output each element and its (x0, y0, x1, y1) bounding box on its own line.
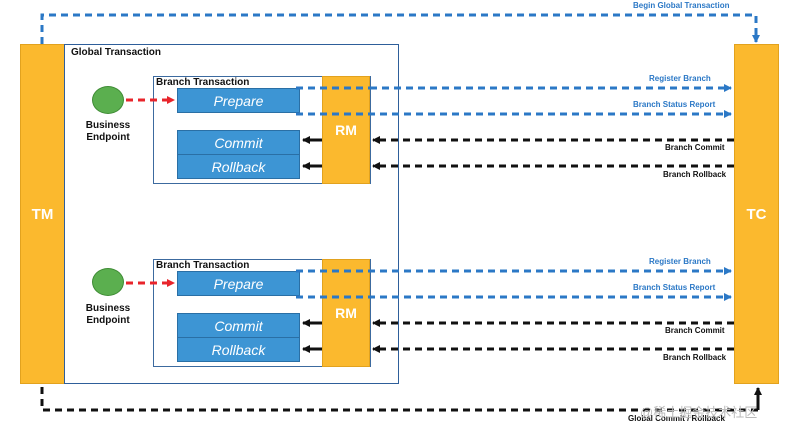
endpoint-label-line1: Business (85, 303, 131, 314)
endpoint-label-line2: Endpoint (86, 132, 130, 143)
commit-label-2: Commit (214, 317, 263, 334)
rollback-box-2: Rollback (177, 337, 300, 362)
register-branch-label-1: Register Branch (649, 74, 711, 83)
watermark: @稀土掘金技术社区 (640, 405, 758, 420)
branch-transaction-title-1: Branch Transaction (156, 77, 250, 88)
commit-label-1: Commit (214, 134, 263, 151)
branch-rollback-label-2: Branch Rollback (663, 353, 727, 362)
rollback-box-1: Rollback (177, 154, 300, 179)
prepare-label-2: Prepare (213, 275, 264, 292)
rm-box-1: RM (322, 76, 370, 184)
begin-global-transaction-label: Begin Global Transaction (633, 1, 730, 10)
tm-label: TM (31, 205, 54, 223)
endpoint-label-line2: Endpoint (86, 315, 130, 326)
global-transaction-title: Global Transaction (71, 47, 162, 58)
business-endpoint-label-1: Business Endpoint (78, 120, 138, 144)
tc-label: TC (746, 205, 767, 223)
rm-label-1: RM (335, 122, 357, 138)
branch-status-report-label-2: Branch Status Report (633, 283, 716, 292)
register-branch-label-2: Register Branch (649, 257, 711, 266)
commit-box-2: Commit (177, 313, 300, 338)
business-endpoint-label-2: Business Endpoint (78, 303, 138, 327)
begin-global-transaction-arrow (40, 13, 760, 44)
tm-box: TM (20, 44, 65, 384)
branch-rollback-label-1: Branch Rollback (663, 170, 727, 179)
rollback-label-1: Rollback (211, 158, 266, 175)
prepare-label-1: Prepare (213, 92, 264, 109)
global-commit-rollback-arrow (40, 384, 758, 412)
rm-box-2: RM (322, 259, 370, 367)
branch-status-report-label-1: Branch Status Report (633, 100, 716, 109)
business-endpoint-2 (92, 268, 124, 296)
branch-commit-label-1: Branch Commit (665, 143, 725, 152)
global-commit-rollback-label: Global Commit / Rollback (628, 414, 725, 423)
business-endpoint-1 (92, 86, 124, 114)
commit-box-1: Commit (177, 130, 300, 155)
branch-commit-label-2: Branch Commit (665, 326, 725, 335)
tc-box: TC (734, 44, 779, 384)
endpoint-label-line1: Business (85, 120, 131, 131)
branch-transaction-title-2: Branch Transaction (156, 260, 250, 271)
prepare-box-2: Prepare (177, 271, 300, 296)
rm-label-2: RM (335, 305, 357, 321)
prepare-box-1: Prepare (177, 88, 300, 113)
rollback-label-2: Rollback (211, 341, 266, 358)
